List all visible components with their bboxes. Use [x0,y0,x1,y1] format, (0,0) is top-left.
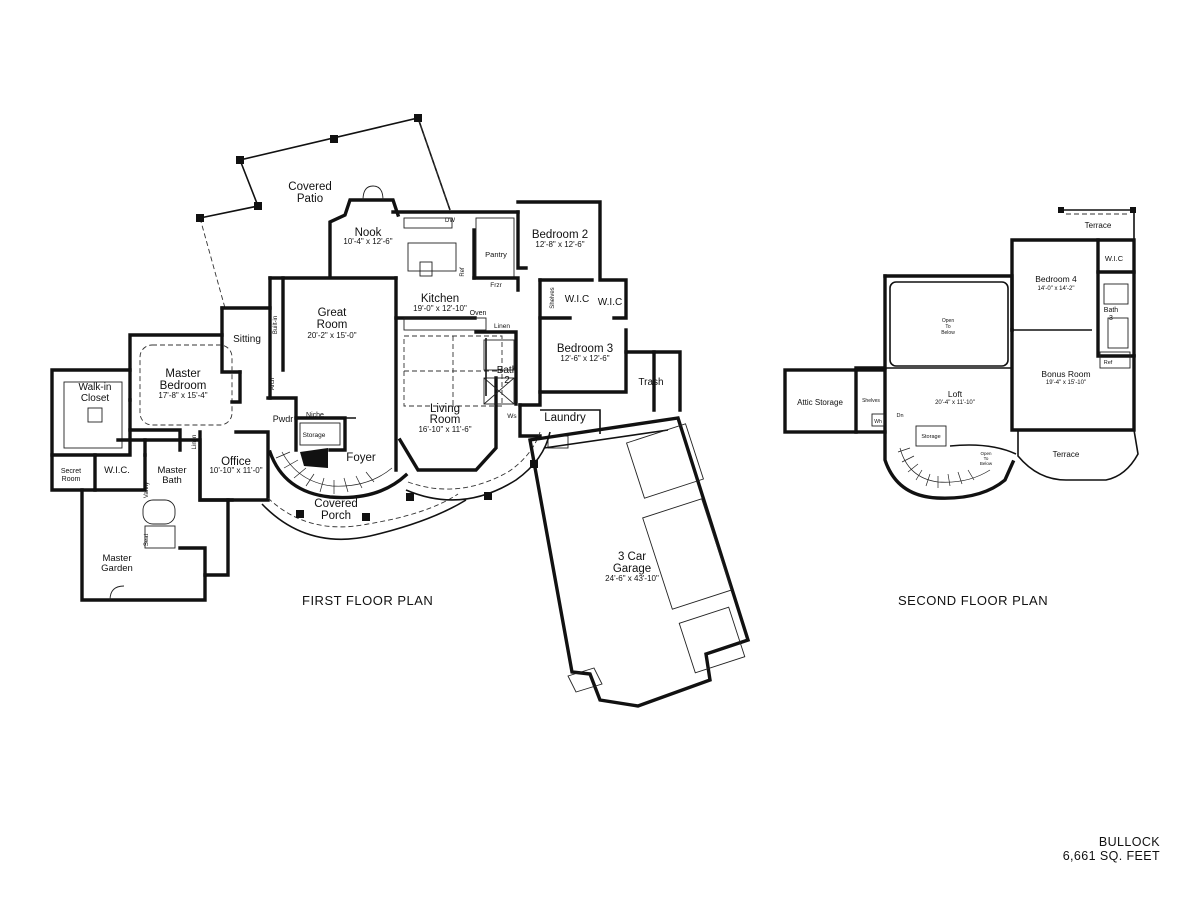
lower-terrace [1017,429,1139,481]
project-info: BULLOCK 6,661 SQ. FEET [1063,835,1160,863]
room-bedroom-2: Bedroom 2 [532,229,588,241]
label-linen-hall: Linen [494,323,510,330]
room-bonus-room: Bonus Room [1041,369,1090,379]
project-name: BULLOCK [1098,835,1160,849]
room-bedroom-2-dims: 12'-8" x 12'-6" [535,240,584,249]
second-floor-title: SECOND FLOOR PLAN [898,593,1049,608]
label-oven: Oven [470,310,487,317]
label-shelves: Shelves [550,287,556,308]
room-attic-storage: Attic Storage [797,398,843,407]
label-niche: Niche [306,412,324,419]
attic-storage-walls [783,368,887,434]
room-laundry: Laundry [544,412,586,424]
label-arch: Arch [270,378,276,390]
room-loft: Loft [948,389,963,399]
upper-stair [883,425,1017,500]
room-bedroom-3: Bedroom 3 [557,343,613,355]
first-floor-title: FIRST FLOOR PLAN [302,593,434,608]
room-sitting: Sitting [233,334,261,345]
label-ref-upper: Ref [1104,360,1113,366]
room-bedroom-4: Bedroom 4 [1035,274,1077,284]
label-linen-master: Linen [192,435,198,450]
room-trash: Trash [638,377,663,388]
room-loft-dims: 20'-4" x 11'-10" [935,400,975,406]
room-bonus-room-dims: 19'-4" x 15'-10" [1046,380,1086,386]
room-office-dims: 10'-10" x 11'-0" [209,466,262,475]
room-garage-dims: 24'-6" x 43'-10" [605,574,659,583]
master-bedroom-tray [139,344,233,426]
second-floor-outline [883,274,1014,332]
room-wic-master: W.I.C. [104,465,130,476]
room-kitchen: Kitchen [421,293,459,305]
office-walls [198,430,270,502]
living-room-walls [397,330,518,472]
label-pwdr: Pwdr [273,414,294,424]
label-shelves-upper: Shelves [862,398,880,404]
room-nook: Nook [355,227,382,239]
room-wic-bed3: W.I.C [598,297,622,308]
label-built-in: Built-in [273,316,279,334]
label-vanity: Vanity [144,482,150,498]
room-living-room-dims: 16'-10" x 11'-6" [418,425,471,434]
room-bedroom-4-dims: 14'-0" x 14'-2" [1038,286,1075,292]
nook-walls [328,185,401,277]
room-foyer: Foyer [346,452,376,464]
bedroom-2-walls [516,200,628,320]
label-ws: Ws [507,413,517,420]
garage-walls [528,416,751,708]
label-ref: Ref [460,267,466,277]
covered-patio-outline [196,114,451,309]
upper-terrace [1058,207,1136,240]
room-wic-bed2: W.I.C [565,294,589,305]
room-bedroom-3-dims: 12'-6" x 12'-6" [560,354,609,363]
room-master-bedroom-dims: 17'-8" x 15'-4" [158,391,207,400]
room-kitchen-dims: 19'-0" x 12'-10" [413,304,467,313]
label-dn: Dn [896,413,903,419]
room-great-room-dims: 20'-2" x 15'-0" [307,331,356,340]
room-terrace-upper: Terrace [1085,221,1112,230]
bonus-room-walls [1010,328,1136,432]
label-frzr: Frzr [490,282,502,289]
label-seat: Seat [144,533,150,546]
label-storage-upper: Storage [921,434,940,440]
open-to-below-upper [889,281,1009,367]
room-nook-dims: 10'-4" x 12'-6" [343,237,392,246]
label-storage: Storage [303,432,326,439]
foyer-stair [267,448,409,500]
bath-2-tub [483,339,515,371]
label-dw: DW [445,218,455,224]
label-wh: Wh [874,419,882,425]
second-floor-plan [783,207,1139,500]
room-pantry: Pantry [485,250,507,259]
second-floor-labels: Terrace Bedroom 4 14'-0" x 14'-2" W.I.C … [797,221,1124,466]
bedroom-3-walls [538,316,656,412]
first-floor-plan [50,114,751,708]
room-terrace-lower: Terrace [1053,450,1080,459]
room-wic-upper: W.I.C [1105,254,1124,263]
project-area: 6,661 SQ. FEET [1062,849,1160,863]
room-office: Office [221,456,251,468]
trash-laundry-walls [652,350,682,412]
